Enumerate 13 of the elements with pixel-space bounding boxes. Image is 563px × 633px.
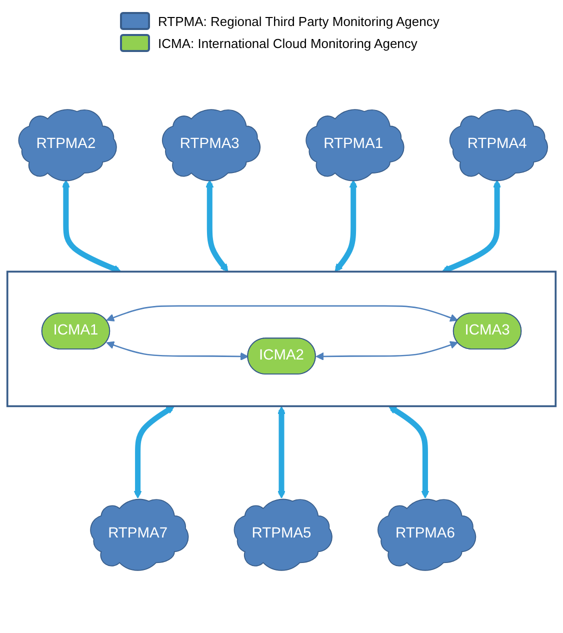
legend-text: ICMA: International Cloud Monitoring Agency: [158, 36, 418, 50]
arrow: [106, 341, 248, 360]
legend-text: RTPMA: Regional Third Party Monitoring Agency: [158, 14, 440, 28]
arrow: [206, 180, 228, 272]
arrow: [334, 180, 358, 272]
arrow: [106, 305, 458, 322]
cluster: [6, 270, 557, 408]
arrow: [442, 180, 502, 273]
arrow: [316, 341, 458, 360]
arrow: [134, 406, 174, 499]
arrow: [388, 406, 430, 499]
arrow: [62, 180, 122, 273]
arrow: [277, 406, 286, 499]
